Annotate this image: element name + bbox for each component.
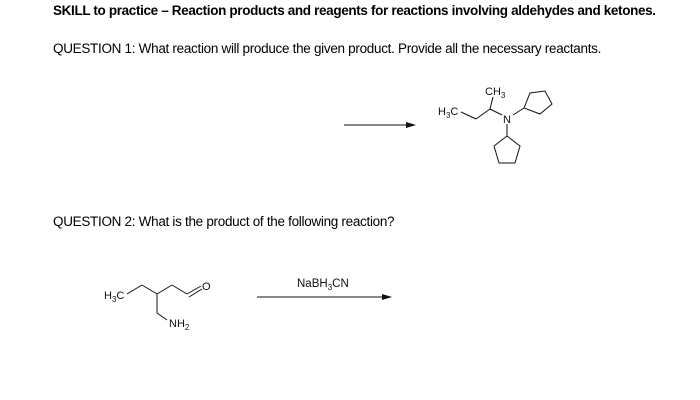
reactant-nh2-label: NH2: [169, 318, 190, 332]
question-1-product-structure: [460, 90, 553, 164]
product-h3c-label: H3C: [438, 106, 458, 120]
product-n-label: N: [503, 114, 511, 126]
reactant-h3c-label: H3C: [104, 290, 124, 304]
skill-heading: SKILL to practice – Reaction products an…: [53, 3, 656, 18]
product-ch3-label: CH3: [485, 86, 506, 100]
reactant-o-label: O: [202, 281, 211, 293]
reagent-label: NaBH3CN: [297, 278, 349, 292]
question-2-reactant-structure: [126, 284, 203, 321]
question-2-prompt: QUESTION 2: What is the product of the f…: [53, 214, 395, 229]
question-1-prompt: QUESTION 1: What reaction will produce t…: [53, 41, 602, 56]
